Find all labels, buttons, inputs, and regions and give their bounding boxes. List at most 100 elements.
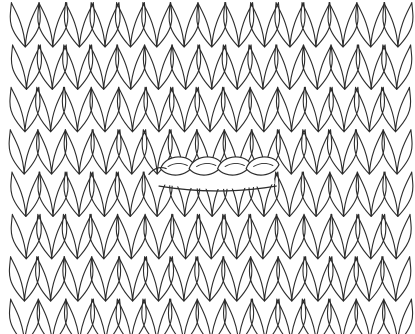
knit-stitch (354, 87, 384, 131)
stitch-right-leg (396, 214, 411, 258)
knit-stitch (222, 257, 252, 301)
stitch-left-leg (63, 45, 78, 89)
knit-stitch (248, 214, 278, 258)
stitch-right-leg (78, 45, 93, 89)
knit-stitch (328, 299, 358, 334)
stitch-left-leg (11, 172, 26, 216)
knit-stitch (221, 87, 251, 131)
stitch-left-leg (328, 299, 343, 334)
stitch-left-leg (10, 3, 25, 47)
stitch-right-leg (290, 3, 305, 47)
stitch-left-leg (10, 87, 25, 131)
stitch-right-leg (292, 257, 307, 301)
knit-stitch (329, 172, 359, 216)
knit-stitch (330, 214, 360, 258)
stitch-left-leg (250, 3, 265, 47)
knit-stitch (91, 130, 121, 174)
stitch-right-leg (184, 87, 199, 131)
knit-stitch (249, 257, 279, 301)
knit-stitch (327, 130, 357, 174)
stitch-left-leg (248, 214, 263, 258)
knit-stitch (118, 257, 148, 301)
stitch-left-leg (250, 299, 265, 334)
stitch-left-leg (301, 3, 316, 47)
knit-stitch (197, 3, 227, 47)
knit-stitch (381, 87, 411, 131)
stitch-left-leg (276, 130, 291, 174)
stitch-left-leg (356, 214, 371, 258)
knit-stitch (116, 45, 146, 89)
knit-stitch (9, 299, 39, 334)
stitch-right-leg (237, 45, 252, 89)
stitch-left-leg (142, 299, 157, 334)
knit-stitch (383, 172, 413, 216)
stitch-right-leg (130, 3, 145, 47)
stitch-left-leg (11, 45, 26, 89)
stitch-left-leg (117, 130, 132, 174)
stitch-right-leg (24, 257, 39, 301)
knit-stitch (89, 45, 119, 89)
knit-stitch (330, 45, 360, 89)
stitch-left-leg (303, 257, 318, 301)
knit-stitch (144, 214, 174, 258)
knit-stitch (382, 130, 412, 174)
knit-stitch (356, 3, 386, 47)
knit-stitch (115, 172, 145, 216)
stitch-left-leg (36, 257, 51, 301)
stitch-right-leg (318, 257, 333, 301)
bind-off-loop (246, 157, 279, 175)
stitch-left-leg (195, 257, 210, 301)
stitch-left-leg (222, 45, 237, 89)
stitch-left-leg (64, 172, 79, 216)
stitch-left-leg (222, 214, 237, 258)
stitch-right-leg (318, 87, 333, 131)
stitch-right-leg (343, 257, 358, 301)
knit-stitch (142, 3, 172, 47)
stitch-right-leg (25, 87, 40, 131)
knit-stitch (195, 87, 225, 131)
stitch-right-leg (132, 130, 147, 174)
knit-stitch (195, 257, 225, 301)
knit-stitch (36, 257, 66, 301)
knit-stitch (383, 3, 413, 47)
knit-stitch (224, 3, 254, 47)
knit-stitch (222, 214, 252, 258)
stitch-left-leg (248, 45, 263, 89)
knit-stitch (383, 299, 413, 334)
knit-stitch (356, 172, 386, 216)
stitch-left-leg (381, 214, 396, 258)
stitch-left-leg (328, 257, 343, 301)
knit-stitch (168, 299, 198, 334)
stitch-left-leg (327, 130, 342, 174)
knit-stitch (276, 87, 306, 131)
stitch-left-leg (115, 3, 130, 47)
knit-stitch (222, 45, 252, 89)
stitch-right-leg (106, 299, 121, 334)
stitch-left-leg (329, 87, 344, 131)
stitch-right-leg (397, 130, 412, 174)
stitch-right-leg (79, 3, 94, 47)
stitch-right-leg (133, 257, 148, 301)
stitch-left-leg (62, 214, 77, 258)
stitch-right-leg (317, 130, 332, 174)
stitch-left-leg (36, 87, 51, 131)
knit-stitch (196, 299, 226, 334)
stitch-left-leg (302, 130, 317, 174)
knit-stitch (63, 257, 93, 301)
knit-stitch (91, 257, 121, 301)
stitch-right-leg (237, 214, 252, 258)
stitch-left-leg (197, 45, 212, 89)
stitch-left-leg (276, 299, 291, 334)
buttonhole (149, 157, 279, 191)
stitch-right-leg (159, 87, 174, 131)
stitch-left-leg (381, 87, 396, 131)
stitch-left-leg (116, 299, 131, 334)
knit-stitch (277, 257, 307, 301)
stitch-right-leg (106, 130, 121, 174)
knit-stitch (117, 87, 147, 131)
stitch-right-leg (186, 45, 201, 89)
stitch-right-leg (79, 299, 94, 334)
knit-stitch (328, 3, 358, 47)
knit-stitch (64, 130, 94, 174)
stitch-right-leg (211, 214, 226, 258)
